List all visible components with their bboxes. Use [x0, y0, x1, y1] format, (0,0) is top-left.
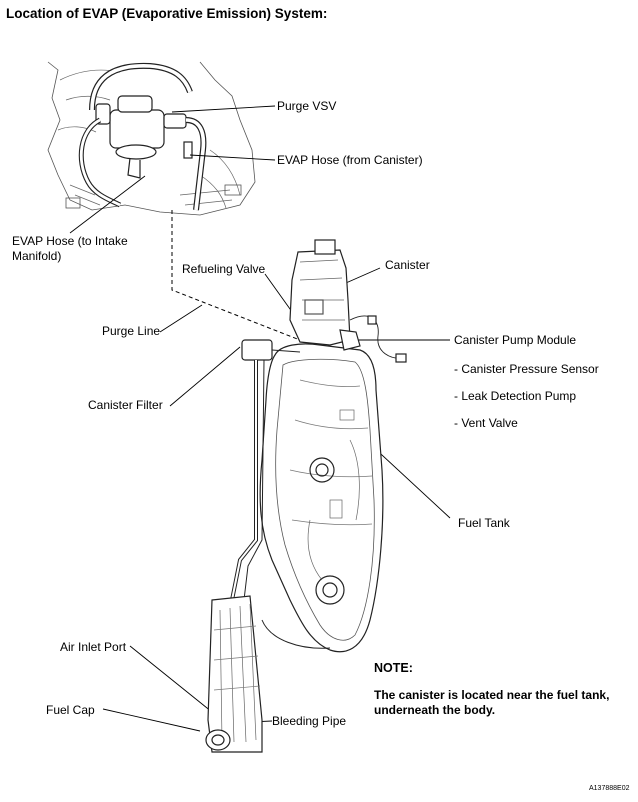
label-evap-hose-intake: EVAP Hose (to Intake Manifold): [12, 234, 128, 263]
label-canister-pump-module: Canister Pump Module: [454, 333, 577, 347]
label-air-inlet-port: Air Inlet Port: [60, 640, 127, 654]
leader-lines: [69, 105, 451, 732]
filler-neck: [205, 595, 263, 753]
label-canister-pressure-sensor: - Canister Pressure Sensor: [454, 362, 599, 376]
label-fuel-cap: Fuel Cap: [46, 703, 95, 717]
note-heading: NOTE:: [374, 661, 413, 675]
canister-assembly: [289, 239, 407, 363]
label-leak-detection-pump: - Leak Detection Pump: [454, 389, 577, 403]
page-title: Location of EVAP (Evaporative Emission) …: [6, 6, 328, 21]
label-vent-valve: - Vent Valve: [454, 416, 518, 430]
label-refueling-valve: Refueling Valve: [182, 262, 266, 276]
label-purge-line: Purge Line: [102, 324, 161, 338]
note-text: The canister is located near the fuel ta…: [374, 688, 610, 717]
label-canister: Canister: [385, 258, 430, 272]
label-fuel-tank: Fuel Tank: [458, 516, 510, 530]
engine-inset: [47, 61, 256, 216]
label-bleeding-pipe: Bleeding Pipe: [272, 714, 347, 728]
label-canister-filter: Canister Filter: [88, 398, 163, 412]
purge-line-dashed: [171, 210, 306, 343]
filler-pipes: [230, 339, 331, 649]
label-purge-vsv: Purge VSV: [277, 99, 337, 113]
figure-code: A137888E02: [589, 785, 630, 792]
label-evap-hose-canister: EVAP Hose (from Canister): [277, 153, 423, 167]
fuel-tank: [259, 343, 384, 653]
